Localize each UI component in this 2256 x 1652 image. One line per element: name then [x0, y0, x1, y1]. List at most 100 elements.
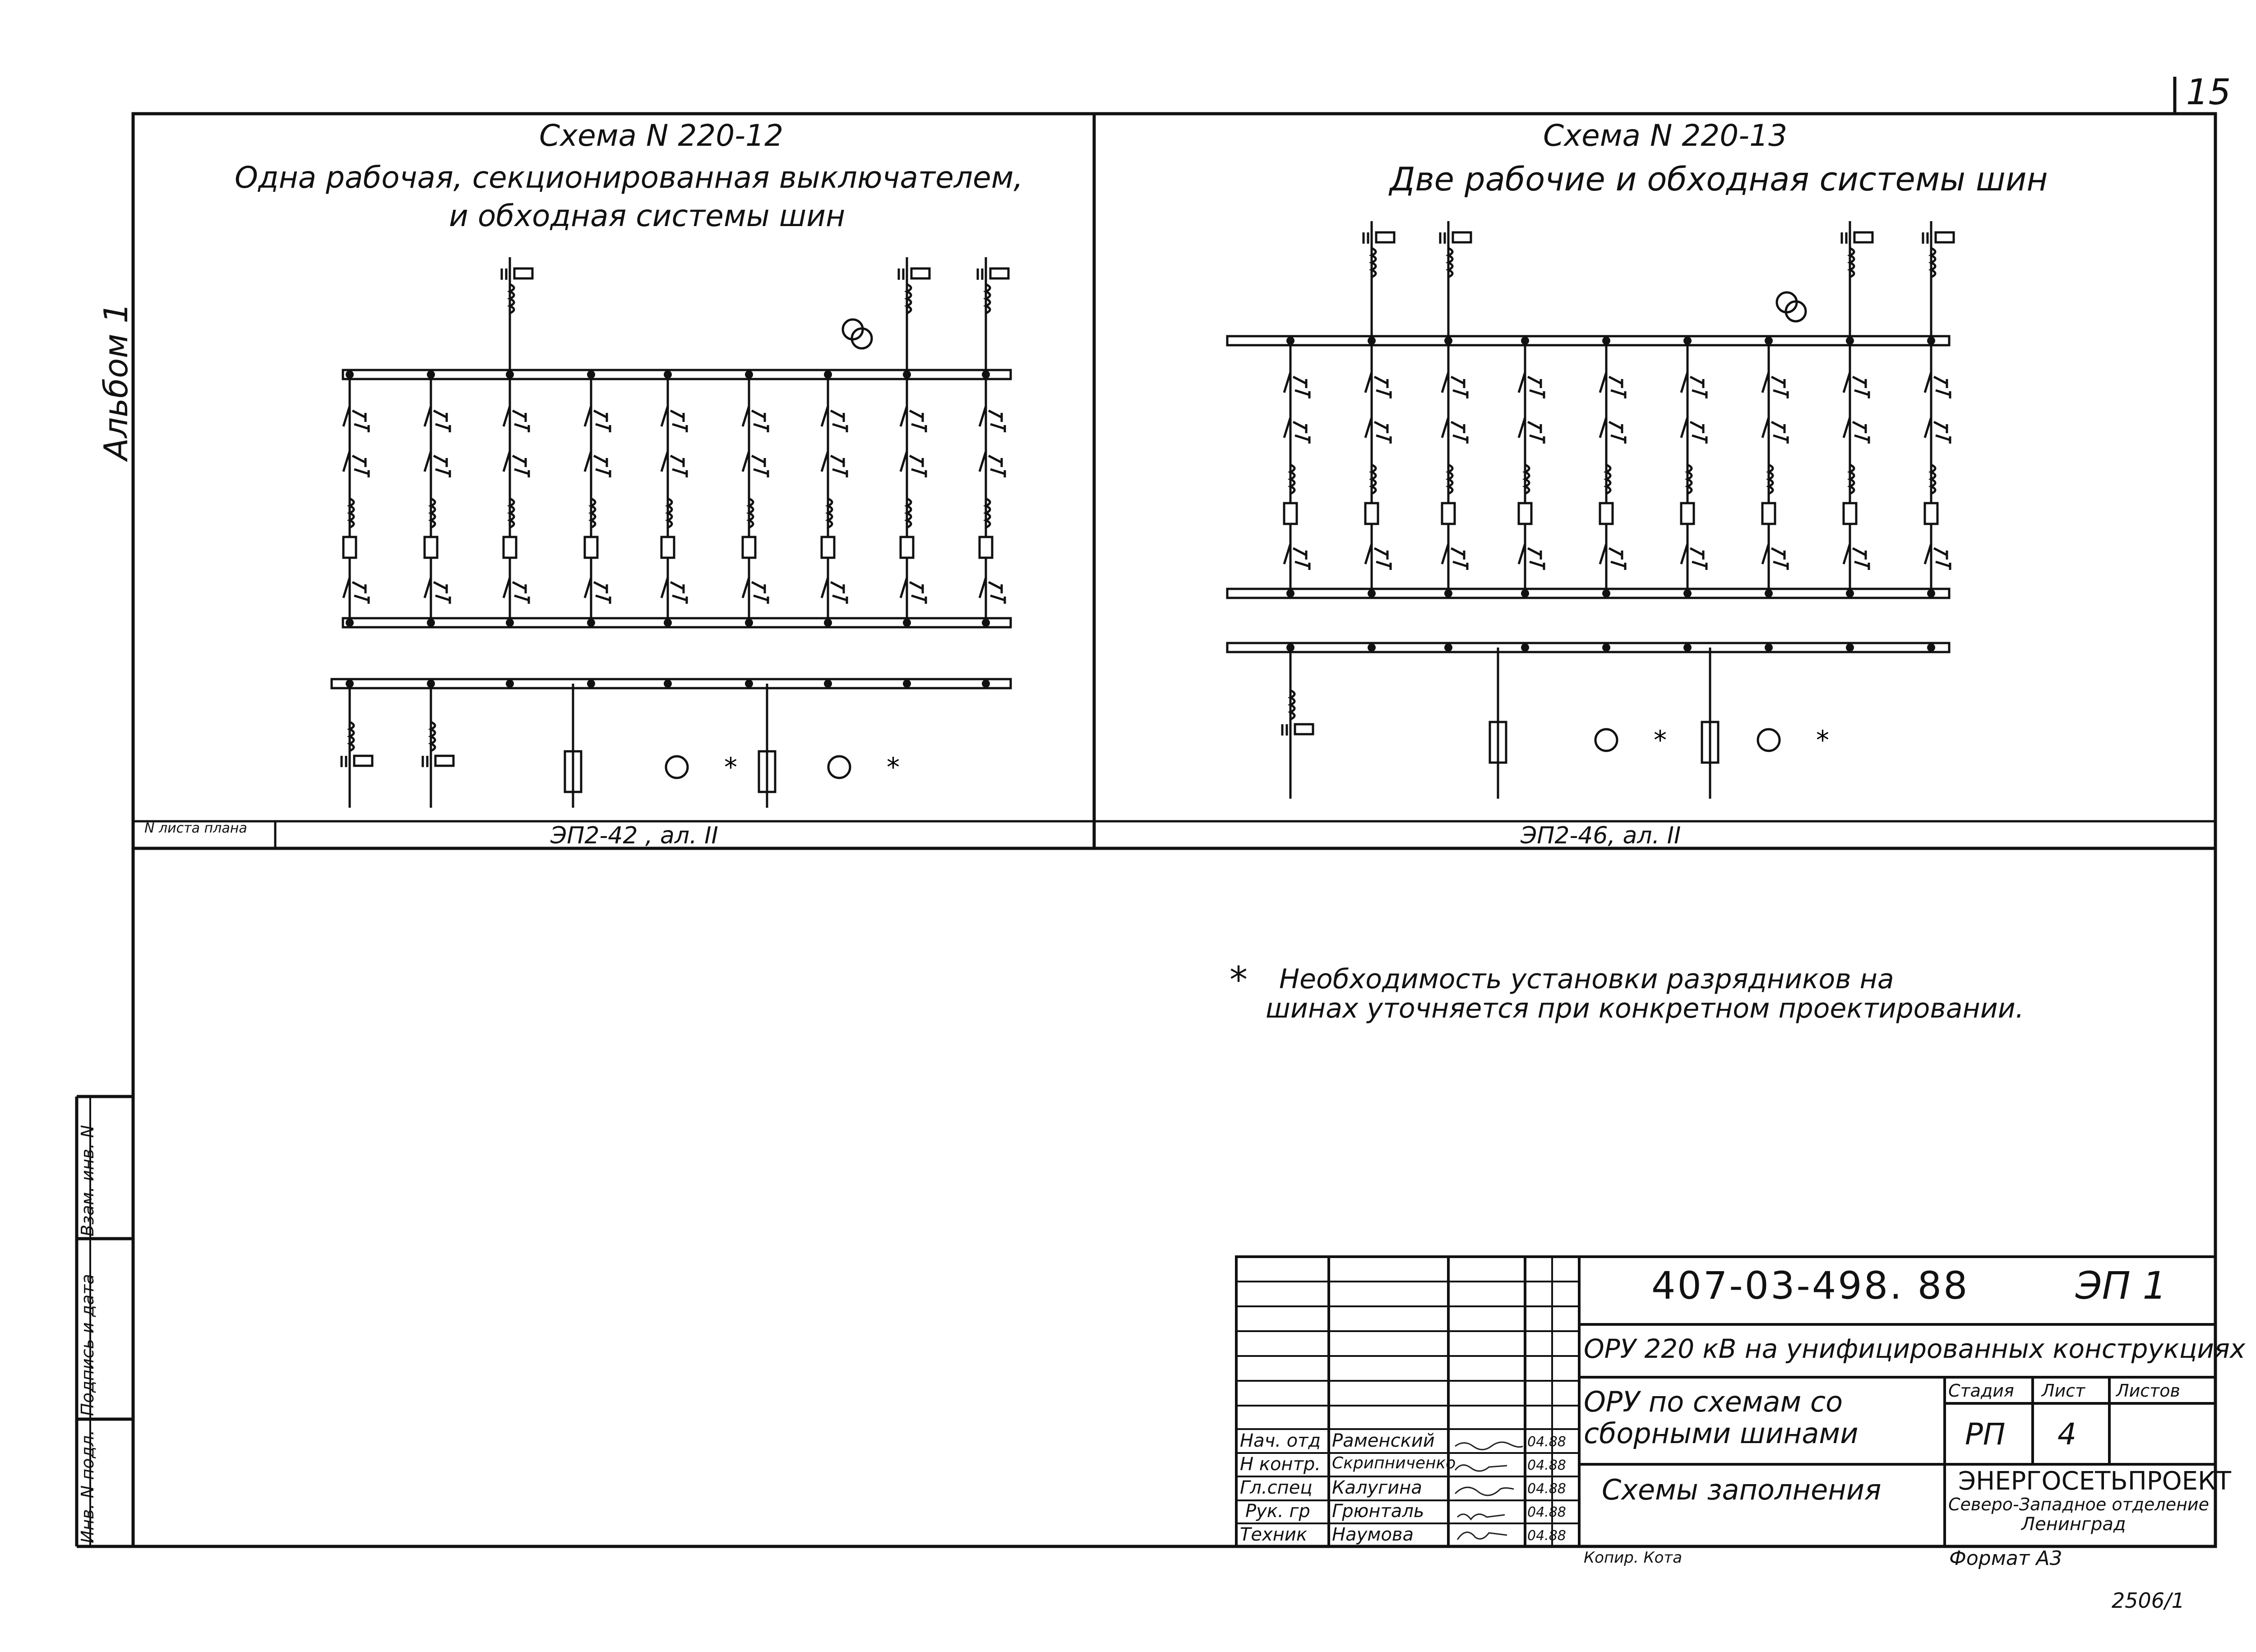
org-branch-line1: Северо-Западное отделение	[1948, 1495, 2209, 1514]
left-bay-0-ct	[347, 497, 355, 529]
right-bay-2-disconnector-lower	[1441, 543, 1469, 570]
left-bay-bypass-node-6	[824, 680, 832, 688]
right-bay-6-disconnector-upper	[1761, 372, 1789, 398]
left-bay-node-2	[506, 619, 514, 627]
footnote-line2: шинах уточняется при конкретном проектир…	[1266, 993, 2024, 1024]
left-bay-1-breaker	[423, 536, 439, 559]
org-branch-line2: Ленинград	[2021, 1514, 2126, 1535]
sig-date: 04.88	[1527, 1528, 1566, 1544]
left-bay-5-disconnector-lower	[741, 577, 769, 604]
left-bay-3-disconnector-upper	[583, 406, 611, 432]
sig-name: Грюнталь	[1332, 1501, 1424, 1522]
left-bottom-line-1-terminal	[434, 754, 455, 767]
left-top-line-2-terminal	[989, 267, 1010, 280]
right-bottom-line-0-terminal	[1294, 723, 1314, 736]
left-top-line-0-coil	[507, 283, 515, 315]
sig-date: 04.88	[1527, 1458, 1566, 1473]
right-bay-3-disconnector-upper	[1517, 372, 1545, 398]
right-bay-6-disconnector-lower	[1761, 543, 1789, 570]
left-bay-1-disconnector-2	[423, 451, 451, 477]
right-bay-bypass-node-5	[1683, 643, 1692, 652]
left-bay-0-bus-node	[346, 370, 354, 379]
right-top-line-1-terminal	[1452, 231, 1472, 244]
left-bay-2-breaker	[502, 536, 518, 559]
left-top-line-2-coil	[983, 283, 991, 315]
right-bay-bypass-node-8	[1927, 643, 1935, 652]
right-bay-5-disconnector-upper	[1680, 372, 1708, 398]
left-bay-4-disconnector-lower	[660, 577, 688, 604]
copied-by: Копир. Кота	[1584, 1549, 1683, 1567]
right-bottom-vt-0	[1594, 728, 1618, 752]
left-top-line-1-terminal	[910, 267, 931, 280]
left-bay-7-ct	[904, 497, 912, 529]
right-bay-8-disconnector-2	[1923, 417, 1951, 444]
left-scheme-title-line2: и обходная системы шин	[449, 199, 846, 233]
left-bay-0-disconnector-lower	[342, 577, 370, 604]
col-sheets-header: Листов	[2116, 1381, 2180, 1401]
bypass-busbar	[330, 678, 1012, 689]
sig-role: Гл.спец	[1240, 1477, 1313, 1498]
left-bay-bypass-node-4	[664, 680, 672, 688]
left-bay-1-disconnector-lower	[423, 577, 451, 604]
sheet-number: 15	[2186, 72, 2231, 113]
right-bay-bypass-node-3	[1521, 643, 1529, 652]
right-top-line-2-terminal	[1853, 231, 1874, 244]
right-bay-4-disconnector-2	[1599, 417, 1627, 444]
project-title: ОРУ 220 кВ на унифицированных конструкци…	[1584, 1333, 2246, 1364]
left-bay-6-disconnector-upper	[820, 406, 848, 432]
right-scheme-ref: ЭП2-46, ал. II	[1521, 822, 1681, 849]
sheet-value: 4	[2057, 1417, 2076, 1452]
right-arrester-1	[1701, 721, 1720, 764]
right-bay-4-breaker	[1599, 502, 1614, 525]
left-bay-2-disconnector-2	[502, 451, 530, 477]
right-bay-1-disconnector-upper	[1364, 372, 1392, 398]
right-bay-8-disconnector-lower	[1923, 543, 1951, 570]
right-bay-6-breaker	[1761, 502, 1776, 525]
sig-name: Калугина	[1332, 1477, 1422, 1498]
main-busbar	[1226, 335, 1951, 347]
right-bay-bypass-node-6	[1765, 643, 1773, 652]
right-bay-4-ct	[1603, 463, 1612, 495]
right-bay-5-bus-node	[1683, 337, 1692, 345]
sig-date: 04.88	[1527, 1481, 1566, 1497]
stage-value: РП	[1965, 1417, 2006, 1452]
right-bottom-line-0-coil	[1287, 689, 1296, 721]
right-bay-0-disconnector-2	[1283, 417, 1311, 444]
left-star-mark-0: *	[724, 752, 737, 782]
right-bay-2-ct	[1445, 463, 1454, 495]
left-bay-1-bus-node	[427, 370, 435, 379]
doc-mark: ЭП 1	[2076, 1263, 2167, 1308]
right-scheme-title-line1: Две рабочие и обходная системы шин	[1390, 160, 2048, 198]
signature-marks	[1454, 1441, 1523, 1540]
sig-date: 04.88	[1527, 1434, 1566, 1450]
left-bay-2-disconnector-upper	[502, 406, 530, 432]
left-bay-7-disconnector-lower	[899, 577, 927, 604]
left-vt-circle-2	[851, 327, 873, 350]
right-bay-0-disconnector-upper	[1283, 372, 1311, 398]
right-bay-2-disconnector-2	[1441, 417, 1469, 444]
sig-date: 04.88	[1527, 1504, 1566, 1520]
left-bay-node-1	[427, 619, 435, 627]
left-bay-6-bus-node	[824, 370, 832, 379]
left-bay-3-disconnector-lower	[583, 577, 611, 604]
sig-role: Нач. отд	[1240, 1430, 1321, 1451]
footnote-line1: Необходимость установки разрядников на	[1279, 963, 1894, 995]
right-bay-4-disconnector-lower	[1599, 543, 1627, 570]
left-bay-3-bus-node	[587, 370, 595, 379]
section-title-line1: ОРУ по схемам со	[1584, 1385, 1843, 1418]
sig-name: Наумова	[1332, 1524, 1414, 1545]
left-bay-2-disconnector-lower	[502, 577, 530, 604]
right-bay-5-disconnector-lower	[1680, 543, 1708, 570]
right-bay-1-breaker	[1364, 502, 1379, 525]
right-bay-1-disconnector-2	[1364, 417, 1392, 444]
left-bay-5-bus-node	[745, 370, 753, 379]
left-bay-bypass-node-7	[903, 680, 911, 688]
left-bay-6-disconnector-lower	[820, 577, 848, 604]
drawing-title: Схемы заполнения	[1602, 1473, 1882, 1506]
left-bay-4-breaker	[660, 536, 675, 559]
left-bay-4-bus-node	[664, 370, 672, 379]
left-bottom-line-0-coil	[347, 721, 355, 752]
footnote-star: *	[1230, 959, 1248, 1001]
